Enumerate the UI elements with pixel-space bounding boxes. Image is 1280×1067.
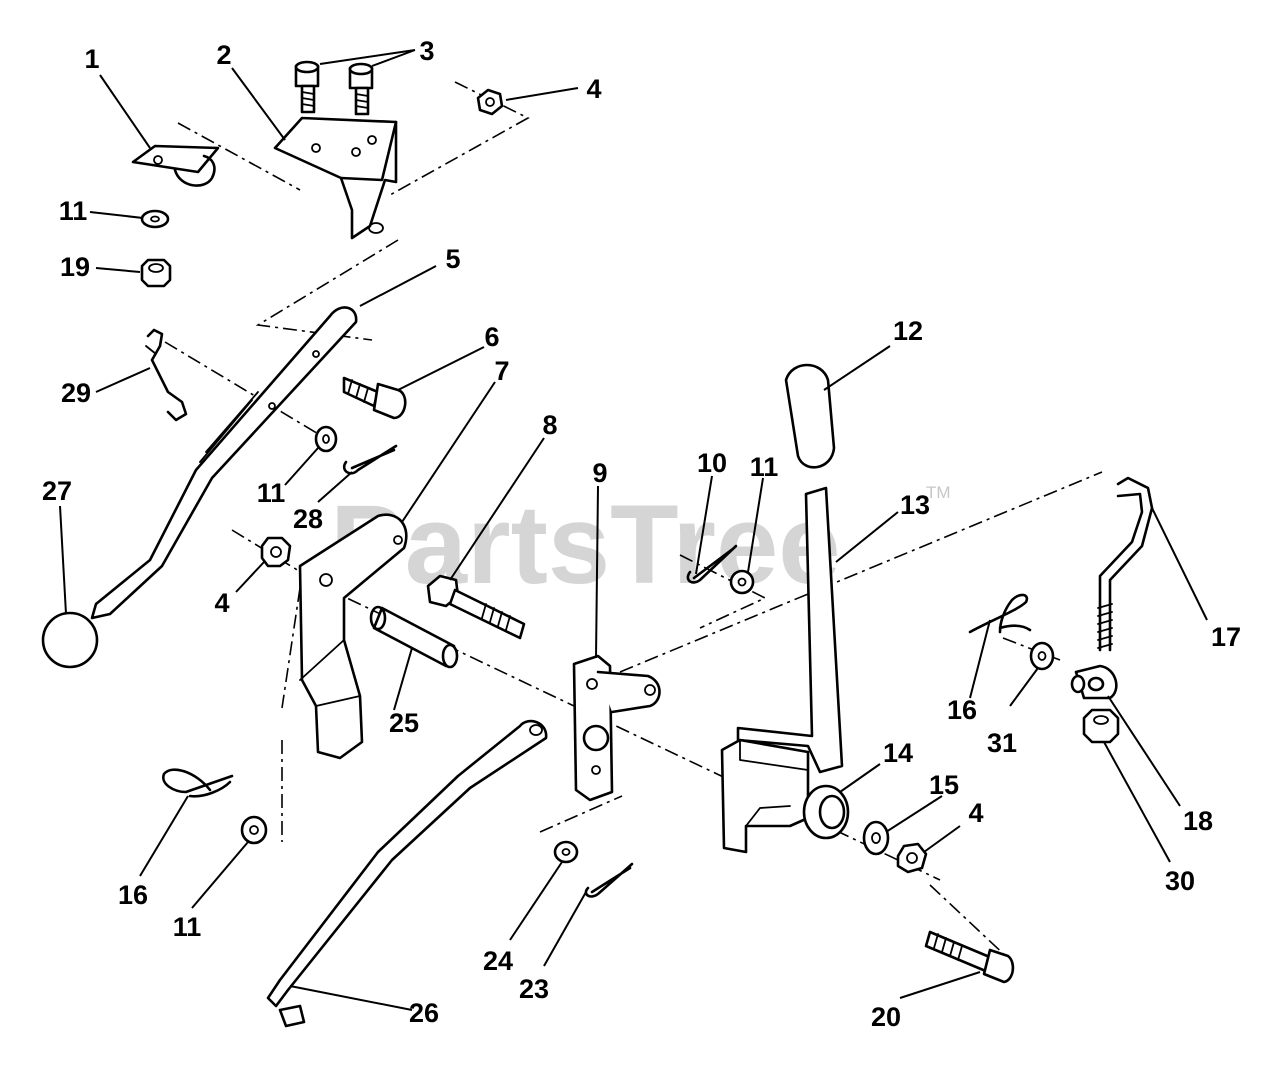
part-29-pivot-rod <box>145 328 188 422</box>
part-16-hairpin-clip-left <box>162 768 234 798</box>
callout-9: 9 <box>592 458 607 488</box>
part-3-bolts <box>294 60 374 116</box>
callout-16-right: 16 <box>947 695 977 725</box>
callout-28: 28 <box>293 504 323 534</box>
callout-1: 1 <box>84 44 99 74</box>
callout-25: 25 <box>389 708 419 738</box>
part-15-washer <box>862 820 890 856</box>
part-1-spring-clip <box>131 144 220 187</box>
callout-26: 26 <box>409 998 439 1028</box>
part-27-knob <box>41 611 99 669</box>
callout-3: 3 <box>419 36 434 66</box>
part-11-washer-mid <box>314 425 338 453</box>
callout-16-left: 16 <box>118 880 148 910</box>
part-4-nut-left <box>260 536 292 568</box>
callout-15: 15 <box>929 770 959 800</box>
callout-11-right: 11 <box>750 452 779 482</box>
part-8-long-bolt <box>426 574 526 640</box>
part-19-nut <box>140 258 172 288</box>
part-26-lower-link-rod <box>266 719 548 1028</box>
callout-13: 13 <box>900 490 930 520</box>
part-13-handle-lever <box>720 486 844 854</box>
callout-20: 20 <box>871 1002 901 1032</box>
callout-29: 29 <box>61 378 91 408</box>
part-11-washer-top <box>140 209 170 229</box>
part-9-pivot-bracket <box>572 654 661 802</box>
callout-10: 10 <box>697 448 727 478</box>
part-11-washer-bottom <box>240 815 268 845</box>
callout-27: 27 <box>42 476 72 506</box>
part-11-washer-right <box>729 569 755 595</box>
callout-5: 5 <box>445 244 460 274</box>
part-5-lift-link <box>90 306 358 620</box>
part-14-bushing <box>802 784 850 840</box>
part-25-spacer-tube <box>369 605 459 669</box>
part-30-nut <box>1082 708 1120 744</box>
callout-11-bottom: 11 <box>173 912 202 942</box>
part-4-nut-top <box>476 88 504 116</box>
callout-2: 2 <box>216 40 231 70</box>
watermark-text: PartsTree <box>330 482 841 607</box>
part-18-trunnion <box>1070 664 1118 700</box>
callout-11-mid: 11 <box>257 478 286 508</box>
part-31-washer <box>1029 641 1055 671</box>
part-20-bolt <box>924 930 1015 984</box>
part-28-cotter-pin <box>342 444 398 475</box>
callout-4-top: 4 <box>586 74 601 104</box>
part-16-hairpin-clip-right <box>968 593 1032 634</box>
callout-6: 6 <box>484 322 499 352</box>
callout-31: 31 <box>987 728 1017 758</box>
part-6-bolt <box>342 376 407 420</box>
part-17-adjusting-rod <box>1097 476 1154 652</box>
watermark-trademark: TM <box>926 483 951 502</box>
callout-4-lower: 4 <box>968 798 983 828</box>
part-7-lever-plate <box>298 513 408 760</box>
callout-12: 12 <box>893 316 923 346</box>
callout-leader-lines <box>59 49 1208 1011</box>
callout-7: 7 <box>494 356 509 386</box>
part-23-cotter-pin <box>584 862 634 898</box>
part-10-cotter-pin <box>686 544 738 584</box>
part-12-handle-grip <box>784 363 836 469</box>
callout-14: 14 <box>883 738 913 768</box>
callout-17: 17 <box>1211 622 1241 652</box>
callout-11-top: 11 <box>59 196 88 226</box>
callout-30: 30 <box>1165 866 1195 896</box>
part-4-nut-lower <box>896 842 928 874</box>
callout-8: 8 <box>542 410 557 440</box>
part-2-mounting-bracket <box>273 116 398 240</box>
callout-24: 24 <box>483 946 513 976</box>
part-24-washer <box>553 840 579 864</box>
callout-labels: 1 2 3 4 11 19 5 12 6 7 29 8 9 10 11 11 2… <box>42 36 1241 1032</box>
callout-4-left: 4 <box>214 588 229 618</box>
callout-23: 23 <box>519 974 549 1004</box>
callout-18: 18 <box>1183 806 1213 836</box>
callout-19: 19 <box>60 252 90 282</box>
